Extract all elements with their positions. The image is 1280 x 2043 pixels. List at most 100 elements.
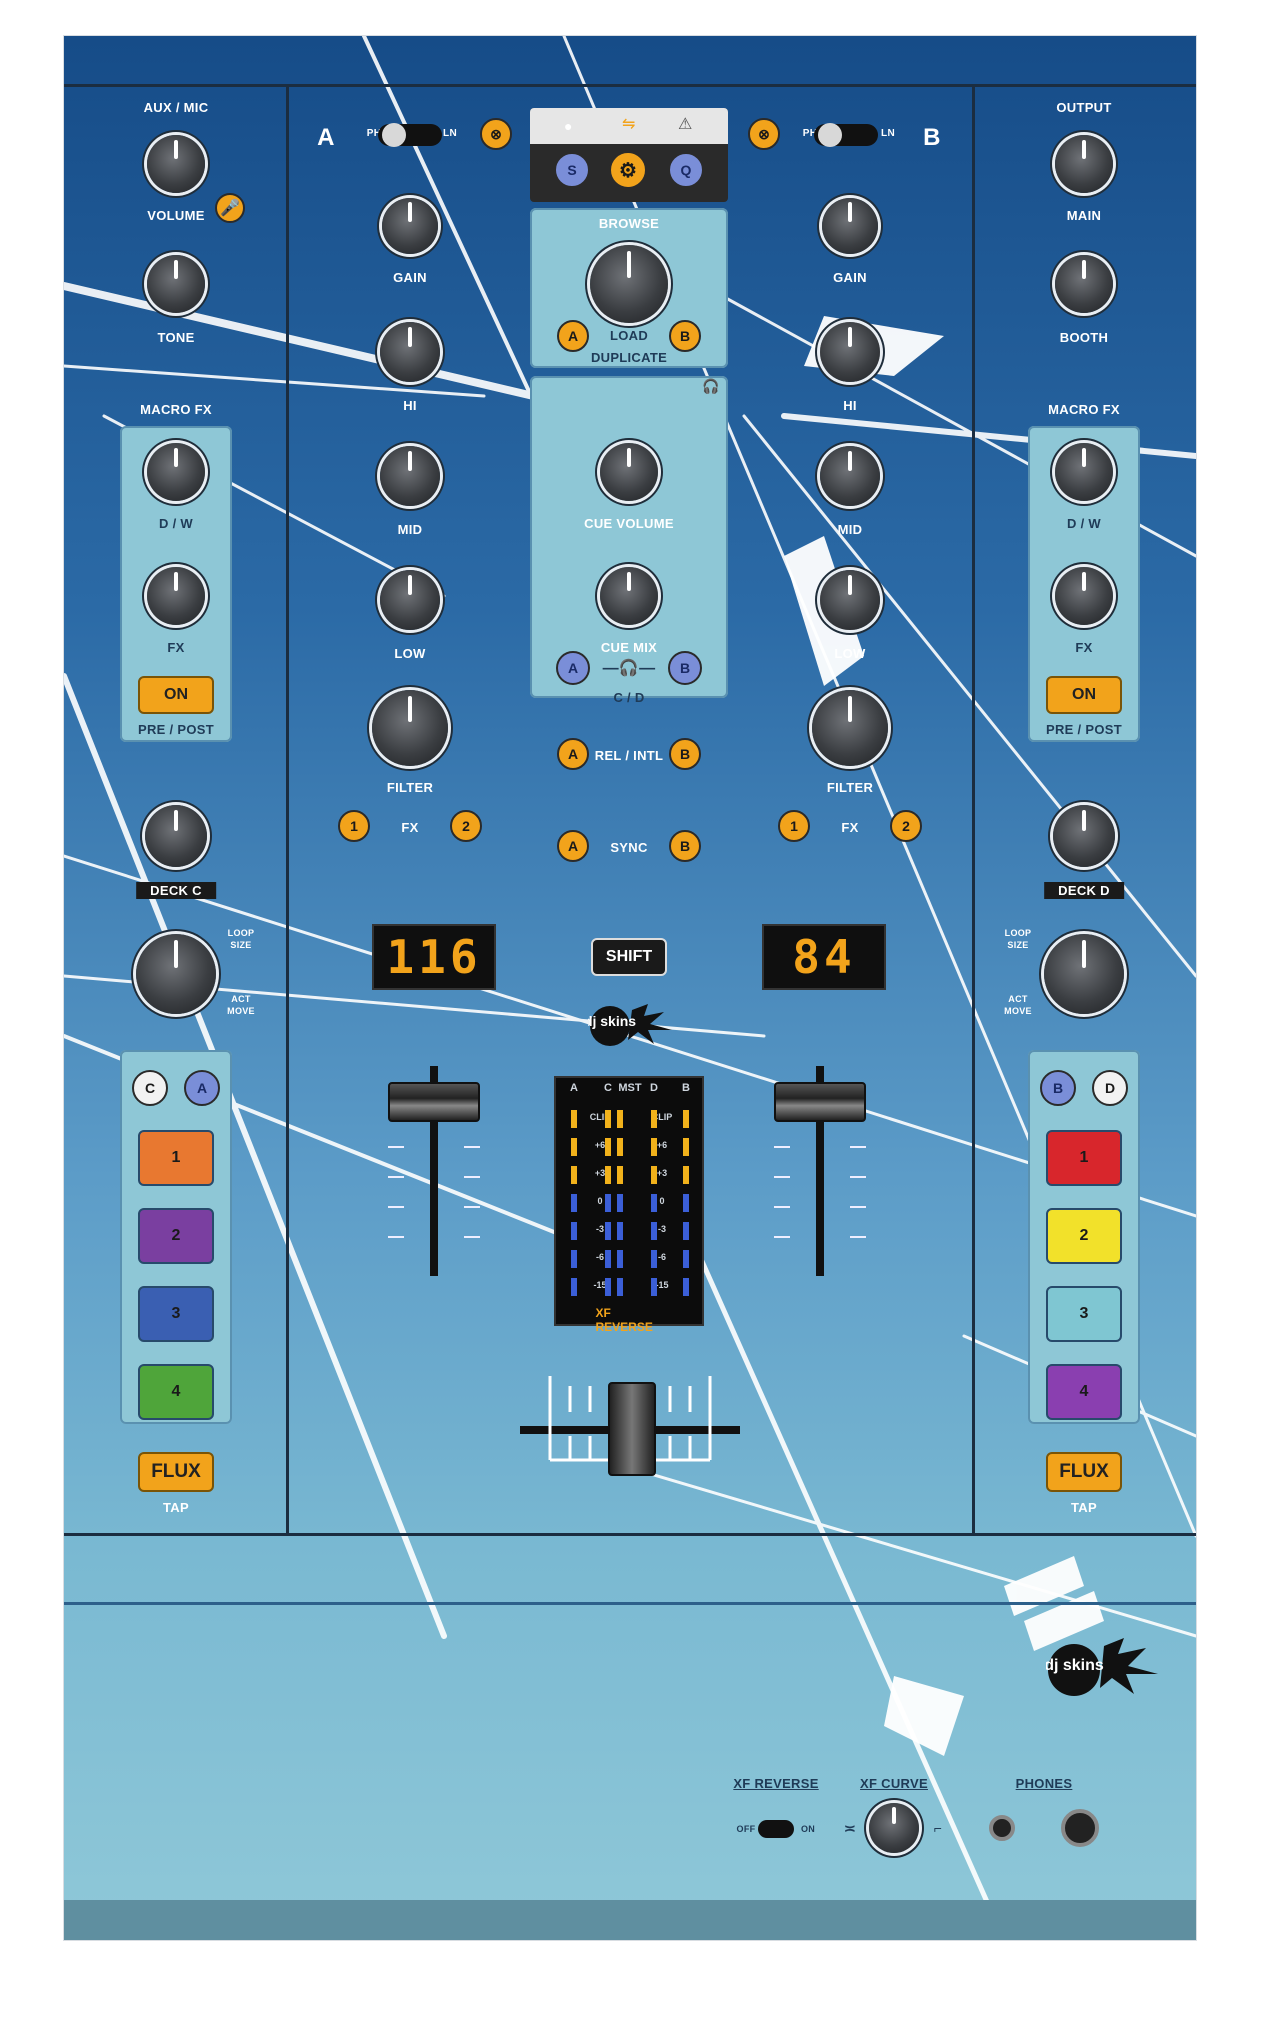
tone-knob[interactable] [147, 255, 205, 313]
bpm-display-left: 116 [372, 924, 496, 990]
rel-a-button[interactable]: A [557, 738, 589, 770]
main-knob[interactable] [1055, 135, 1113, 193]
deck-c-knob[interactable] [145, 805, 207, 867]
meter-segment [617, 1278, 623, 1296]
meter-segment [683, 1138, 689, 1156]
meter-header-a: A [570, 1082, 578, 1094]
meter-segment [571, 1194, 577, 1212]
cd-label: C / D [613, 690, 645, 705]
xf-reverse-switch[interactable] [758, 1820, 794, 1838]
mid-label: MID [837, 522, 863, 537]
shift-button[interactable]: SHIFT [591, 938, 667, 976]
low-knob[interactable] [820, 570, 880, 630]
flux-button[interactable]: FLUX [138, 1452, 214, 1492]
fx1-button[interactable]: 1 [338, 810, 370, 842]
frame-line [64, 1602, 1196, 1605]
crossfader-cap[interactable] [608, 1382, 656, 1476]
fx-on-button[interactable]: ON [138, 676, 214, 714]
load-b-button[interactable]: B [669, 320, 701, 352]
mic-icon[interactable]: 🎤 [215, 193, 245, 223]
pad-3[interactable]: 3 [138, 1286, 214, 1342]
fx-knob[interactable] [1055, 567, 1113, 625]
xf-curve-knob[interactable] [869, 1803, 919, 1853]
pad-1[interactable]: 1 [138, 1130, 214, 1186]
filter-knob[interactable] [812, 690, 888, 766]
phones-jack[interactable] [1061, 1809, 1099, 1847]
gain-knob[interactable] [382, 198, 438, 254]
meter-scale-right: -3 [657, 1224, 667, 1234]
ph-ln-switch[interactable] [378, 123, 442, 147]
meter-header-d: D [650, 1082, 658, 1094]
deck-d-button[interactable]: D [1092, 1070, 1128, 1106]
filter-knob[interactable] [372, 690, 448, 766]
deck-d-knob[interactable] [1053, 805, 1115, 867]
booth-knob[interactable] [1055, 255, 1113, 313]
phones-mini-jack[interactable] [989, 1815, 1015, 1841]
fader-tick [850, 1146, 866, 1148]
fx2-button[interactable]: 2 [450, 810, 482, 842]
rel-b-button[interactable]: B [669, 738, 701, 770]
main-label: MAIN [1066, 208, 1102, 223]
loop-encoder[interactable] [136, 934, 216, 1014]
ph-ln-switch[interactable] [814, 123, 878, 147]
gear-icon[interactable]: ⚙ [609, 151, 647, 189]
pad-3[interactable]: 3 [1046, 1286, 1122, 1342]
meter-scale-right: 0 [659, 1196, 665, 1206]
fx-label: FX [1075, 640, 1093, 655]
deck-b-button[interactable]: B [1040, 1070, 1076, 1106]
sync-b-button[interactable]: B [669, 830, 701, 862]
pad-4[interactable]: 4 [138, 1364, 214, 1420]
mixer-skin: AUX / MIC VOLUME 🎤 TONE MACRO FX D / W F… [64, 36, 1196, 1940]
low-knob[interactable] [380, 570, 440, 630]
hash-icon[interactable]: ⊗ [748, 118, 780, 150]
dw-knob[interactable] [1055, 443, 1113, 501]
deck-b-label: B [923, 124, 941, 151]
deck-c-button[interactable]: C [132, 1070, 168, 1106]
dw-knob[interactable] [147, 443, 205, 501]
fader-tick [464, 1206, 480, 1208]
loop-encoder[interactable] [1044, 934, 1124, 1014]
mid-knob[interactable] [380, 446, 440, 506]
q-button[interactable]: Q [668, 152, 704, 188]
fader-tick [850, 1206, 866, 1208]
s-button[interactable]: S [554, 152, 590, 188]
meter-segment [683, 1110, 689, 1128]
move-label: MOVE [227, 1006, 255, 1016]
fx1-button[interactable]: 1 [778, 810, 810, 842]
cue-b-button[interactable]: B [668, 651, 702, 685]
fx-on-button[interactable]: ON [1046, 676, 1122, 714]
gain-knob[interactable] [822, 198, 878, 254]
deck-a-button[interactable]: A [184, 1070, 220, 1106]
hash-icon[interactable]: ⊗ [480, 118, 512, 150]
flux-button[interactable]: FLUX [1046, 1452, 1122, 1492]
pad-4[interactable]: 4 [1046, 1364, 1122, 1420]
xf-curve-label: XF CURVE [860, 1776, 928, 1791]
channel-fader-a[interactable] [388, 1082, 480, 1122]
cue-a-button[interactable]: A [556, 651, 590, 685]
fader-tick [774, 1236, 790, 1238]
browse-label: BROWSE [598, 216, 660, 231]
load-a-button[interactable]: A [557, 320, 589, 352]
browse-encoder[interactable] [590, 245, 668, 323]
hi-knob[interactable] [820, 322, 880, 382]
pad-2[interactable]: 2 [1046, 1208, 1122, 1264]
pad-2[interactable]: 2 [138, 1208, 214, 1264]
mid-knob[interactable] [820, 446, 880, 506]
level-meter: A C MST D B CLIP +6 +3 0 -3 -6 -15 CLIP … [554, 1076, 704, 1334]
volume-knob[interactable] [147, 135, 205, 193]
sync-a-button[interactable]: A [557, 830, 589, 862]
fx-label: FX [167, 640, 185, 655]
meter-scale-left: 0 [597, 1196, 603, 1206]
hi-knob[interactable] [380, 322, 440, 382]
curve-sharp-icon: ⌐ [933, 1820, 943, 1836]
deck-c-label: DECK C [136, 882, 216, 899]
cue-mix-knob[interactable] [600, 567, 658, 625]
cue-volume-knob[interactable] [600, 443, 658, 501]
pad-1[interactable]: 1 [1046, 1130, 1122, 1186]
fx2-button[interactable]: 2 [890, 810, 922, 842]
meter-scale-left: +3 [594, 1168, 606, 1178]
meter-segment [651, 1110, 657, 1128]
channel-fader-b[interactable] [774, 1082, 866, 1122]
sync-label: SYNC [610, 840, 648, 855]
fx-knob[interactable] [147, 567, 205, 625]
